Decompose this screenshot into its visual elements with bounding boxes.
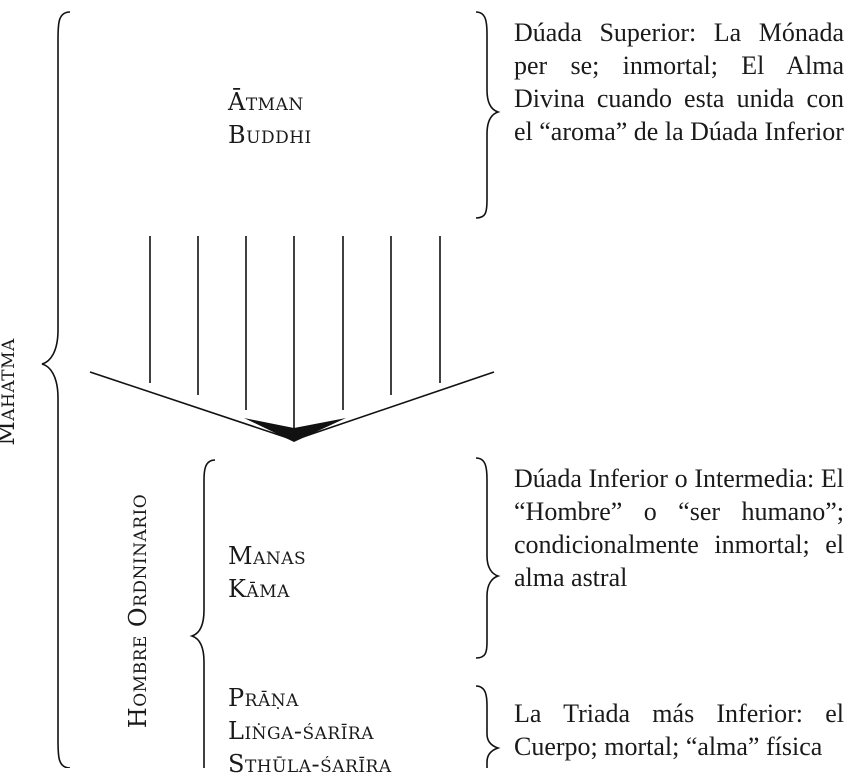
principle-atman: Ātman xyxy=(228,88,304,116)
label-hombre-ordinario: Hombre Ordninario xyxy=(124,493,152,729)
principle-prana: Prāṇa xyxy=(228,684,299,712)
label-mahatma: Mahātma xyxy=(0,338,20,446)
description-lowest-triad: La Triada más Inferior: el Cuerpo; morta… xyxy=(514,699,844,761)
principle-manas: Manas xyxy=(228,542,307,570)
inner-left-brace-upper xyxy=(189,459,216,768)
principle-sthula-sarira: Sthūla-śarīra xyxy=(228,750,392,778)
principle-kama: Kāma xyxy=(228,575,290,603)
right-brace-lower xyxy=(475,685,501,768)
outer-left-brace xyxy=(41,11,71,768)
principle-buddhi: Buddhi xyxy=(228,121,312,149)
right-brace-middle xyxy=(475,457,501,659)
description-lower-dyad: Dúada Inferior o Intermedia: El “Hombre”… xyxy=(514,464,844,592)
principle-linga-sarira: Liṅga-śarīra xyxy=(228,717,375,745)
description-upper-dyad: Dúada Superior: La Mónada per se; inmort… xyxy=(514,18,844,146)
right-brace-upper xyxy=(475,11,501,219)
v-wedge xyxy=(244,418,346,442)
